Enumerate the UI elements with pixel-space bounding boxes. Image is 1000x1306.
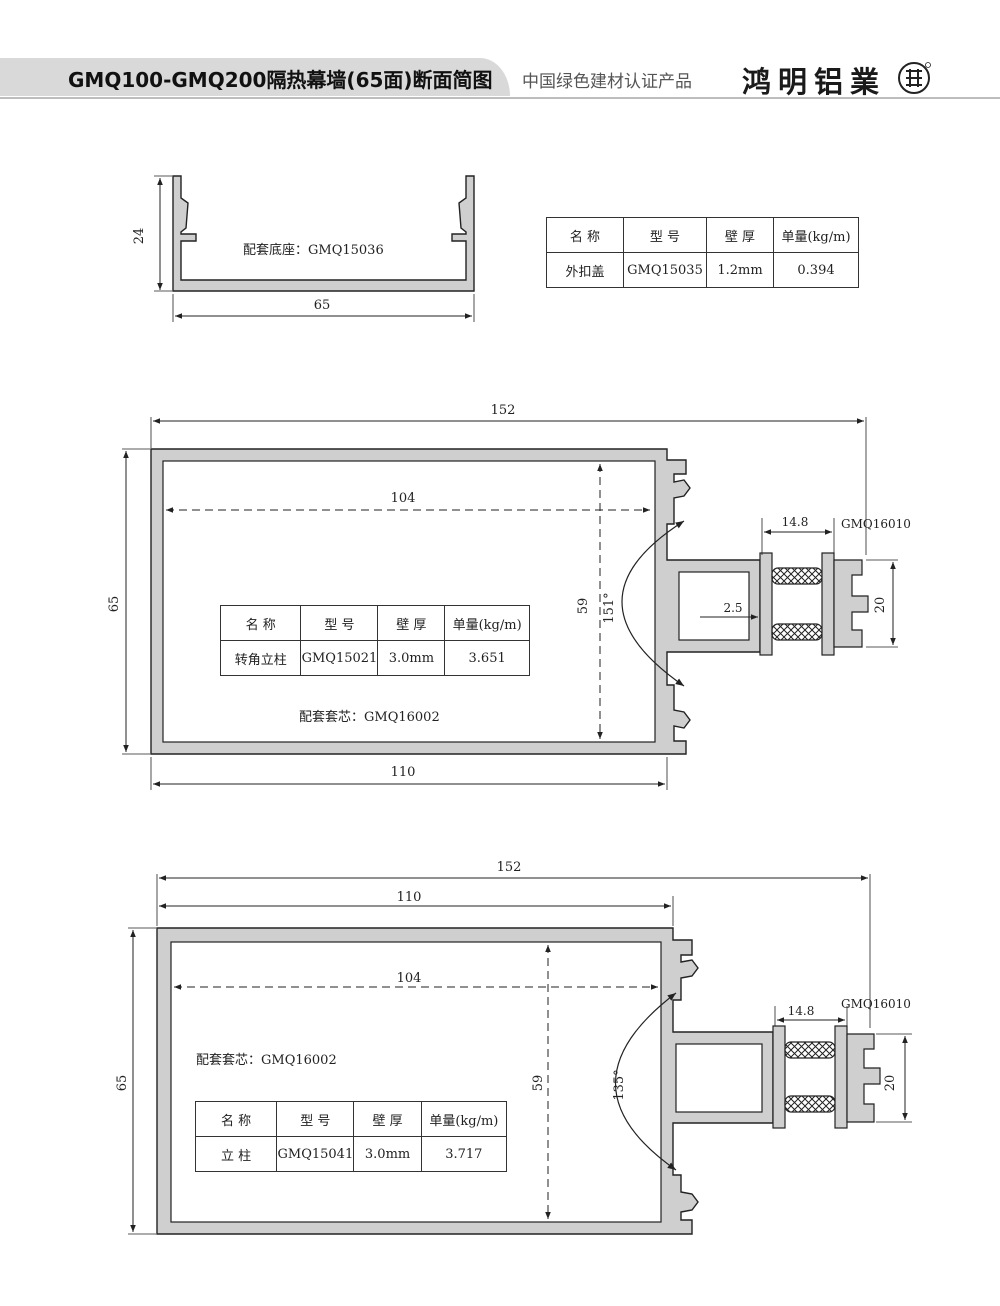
mullion-depth-dim: 59 bbox=[531, 1075, 546, 1092]
header-model: 型 号 bbox=[623, 217, 707, 253]
mullion-angle-label: 135° bbox=[612, 1069, 627, 1100]
cover-base-label: 配套底座：GMQ15036 bbox=[243, 242, 384, 258]
corner-mullion-drawing: 152 104 65 59 151° 110 14.8 GMQ16010 2.5… bbox=[107, 403, 911, 790]
page-header: GMQ100-GMQ200隔热幕墙(65面)断面简图 中国绿色建材认证产品 鸿明… bbox=[0, 58, 1000, 99]
corner-core-label: 配套套芯：GMQ16002 bbox=[299, 709, 440, 725]
header-model: 型 号 bbox=[300, 605, 379, 641]
header-name: 名 称 bbox=[194, 1101, 278, 1137]
corner-height-dim: 65 bbox=[107, 596, 122, 613]
header-name: 名 称 bbox=[546, 217, 624, 253]
cell-name: 转角立柱 bbox=[219, 640, 302, 676]
cell-weight: 3.717 bbox=[420, 1136, 508, 1172]
header-wall: 壁 厚 bbox=[377, 605, 446, 641]
mullion-height-dim: 65 bbox=[115, 1075, 130, 1092]
header-rule bbox=[0, 97, 1000, 99]
cell-wall: 1.2mm bbox=[706, 252, 774, 288]
mullion-total-width-dim: 152 bbox=[497, 860, 522, 875]
title-band bbox=[0, 58, 510, 96]
corner-strip-dim: 14.8 bbox=[782, 515, 809, 529]
cell-model: GMQ15035 bbox=[623, 252, 707, 288]
mullion-dim-20: 20 bbox=[883, 1075, 898, 1092]
cell-name: 外扣盖 bbox=[546, 252, 624, 288]
mullion-angle-arc bbox=[615, 992, 677, 1171]
table-header-row: 名 称 型 号 壁 厚 单量(kg/m) bbox=[194, 1101, 508, 1137]
table-row: 外扣盖 GMQ15035 1.2mm 0.394 bbox=[546, 252, 859, 288]
table-row: 转角立柱 GMQ15021 3.0mm 3.651 bbox=[219, 640, 530, 676]
mullion-core-label: 配套套芯：GMQ16002 bbox=[196, 1052, 337, 1068]
cover-spec-table: 名 称 型 号 壁 厚 单量(kg/m) 外扣盖 GMQ15035 1.2mm … bbox=[546, 217, 859, 288]
mullion-spec-table: 名 称 型 号 壁 厚 单量(kg/m) 立 柱 GMQ15041 3.0mm … bbox=[194, 1101, 508, 1172]
cover-width-dim: 65 bbox=[314, 298, 331, 313]
cell-model: GMQ15021 bbox=[300, 640, 379, 676]
corner-depth-dim: 59 bbox=[576, 598, 591, 615]
corner-dim-20: 20 bbox=[873, 597, 888, 614]
cell-weight: 0.394 bbox=[773, 252, 859, 288]
cover-height-dim: 24 bbox=[132, 228, 147, 245]
cell-wall: 3.0mm bbox=[377, 640, 446, 676]
table-header-row: 名 称 型 号 壁 厚 单量(kg/m) bbox=[219, 605, 530, 641]
header-wall: 壁 厚 bbox=[353, 1101, 422, 1137]
corner-mullion-spec-table: 名 称 型 号 壁 厚 单量(kg/m) 转角立柱 GMQ15021 3.0mm… bbox=[219, 605, 530, 676]
mullion-part-code: GMQ16010 bbox=[841, 997, 911, 1011]
header-name: 名 称 bbox=[219, 605, 302, 641]
mullion-body-width-dim: 110 bbox=[397, 890, 422, 905]
certification-subtitle: 中国绿色建材认证产品 bbox=[522, 72, 692, 92]
header-weight: 单量(kg/m) bbox=[773, 217, 859, 253]
corner-thermal-strips bbox=[759, 552, 869, 656]
corner-total-width-dim: 152 bbox=[491, 403, 516, 418]
brand-name: 鸿明铝業 bbox=[742, 65, 887, 99]
mullion-drawing: 152 110 104 65 59 135° 14.8 GMQ16010 20 … bbox=[115, 860, 912, 1235]
mullion-inner-width-dim: 104 bbox=[397, 971, 422, 986]
cover-profile-drawing: 65 24 配套底座：GMQ15036 bbox=[132, 175, 475, 322]
corner-angle-arc bbox=[621, 520, 685, 687]
hongming-seal-logo-icon bbox=[898, 62, 931, 94]
header-wall: 壁 厚 bbox=[706, 217, 774, 253]
corner-angle-label: 151° bbox=[602, 592, 617, 623]
header-model: 型 号 bbox=[276, 1101, 355, 1137]
cover-profile-section bbox=[172, 175, 475, 292]
corner-inner-width-dim: 104 bbox=[391, 491, 416, 506]
cell-wall: 3.0mm bbox=[353, 1136, 422, 1172]
mullion-strip-dim: 14.8 bbox=[788, 1004, 815, 1018]
corner-gap-dim: 2.5 bbox=[723, 601, 742, 615]
cell-weight: 3.651 bbox=[444, 640, 530, 676]
corner-body-width-dim: 110 bbox=[391, 765, 416, 780]
table-header-row: 名 称 型 号 壁 厚 单量(kg/m) bbox=[546, 217, 859, 253]
corner-mullion-small-cavity bbox=[678, 571, 750, 641]
header-weight: 单量(kg/m) bbox=[444, 605, 530, 641]
header-weight: 单量(kg/m) bbox=[420, 1101, 508, 1137]
mullion-small-cavity bbox=[675, 1043, 763, 1113]
mullion-thermal-strips bbox=[772, 1025, 881, 1129]
cell-name: 立 柱 bbox=[194, 1136, 278, 1172]
cell-model: GMQ15041 bbox=[276, 1136, 355, 1172]
table-row: 立 柱 GMQ15041 3.0mm 3.717 bbox=[194, 1136, 508, 1172]
page-title: GMQ100-GMQ200隔热幕墙(65面)断面简图 bbox=[68, 68, 493, 92]
corner-part-code: GMQ16010 bbox=[841, 517, 911, 531]
